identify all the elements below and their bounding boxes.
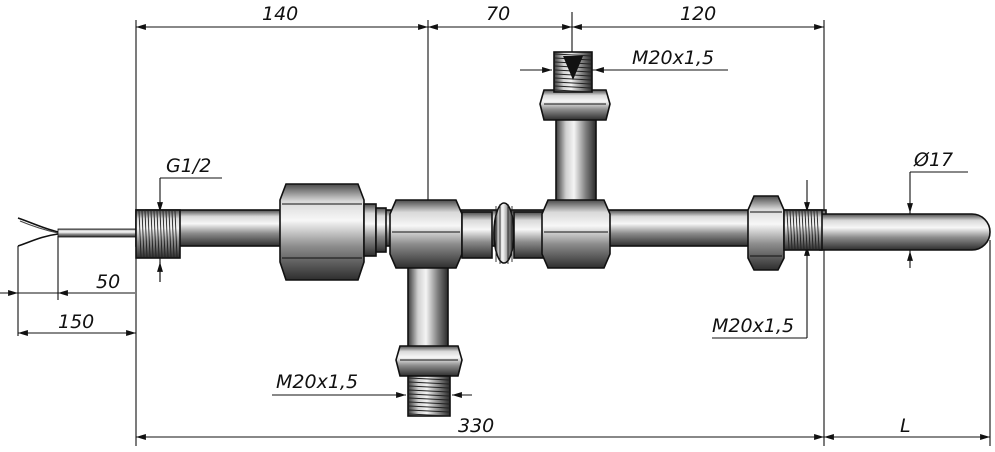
callout-top-thread: M20x1,5 [632,47,714,69]
dim-330: 330 [458,415,494,437]
callout-bottom-thread: M20x1,5 [276,371,358,393]
cable-wires [17,217,139,247]
g-thread-left [135,209,181,259]
dim-140: 140 [262,3,298,25]
tee-body [389,199,611,269]
union-nut [279,183,387,281]
dim-150: 150 [58,311,94,333]
dimension-lines [0,24,990,440]
callout-left-thread: G1/2 [166,155,211,177]
callout-right-thread: M20x1,5 [712,315,794,337]
dim-L: L [900,415,911,437]
dim-50: 50 [96,271,120,293]
top-branch [539,51,611,205]
dim-120: 120 [680,3,716,25]
callout-diameter: Ø17 [913,149,953,171]
bottom-branch [395,253,463,417]
gland-nut [747,195,823,271]
dim-70: 70 [486,3,510,25]
